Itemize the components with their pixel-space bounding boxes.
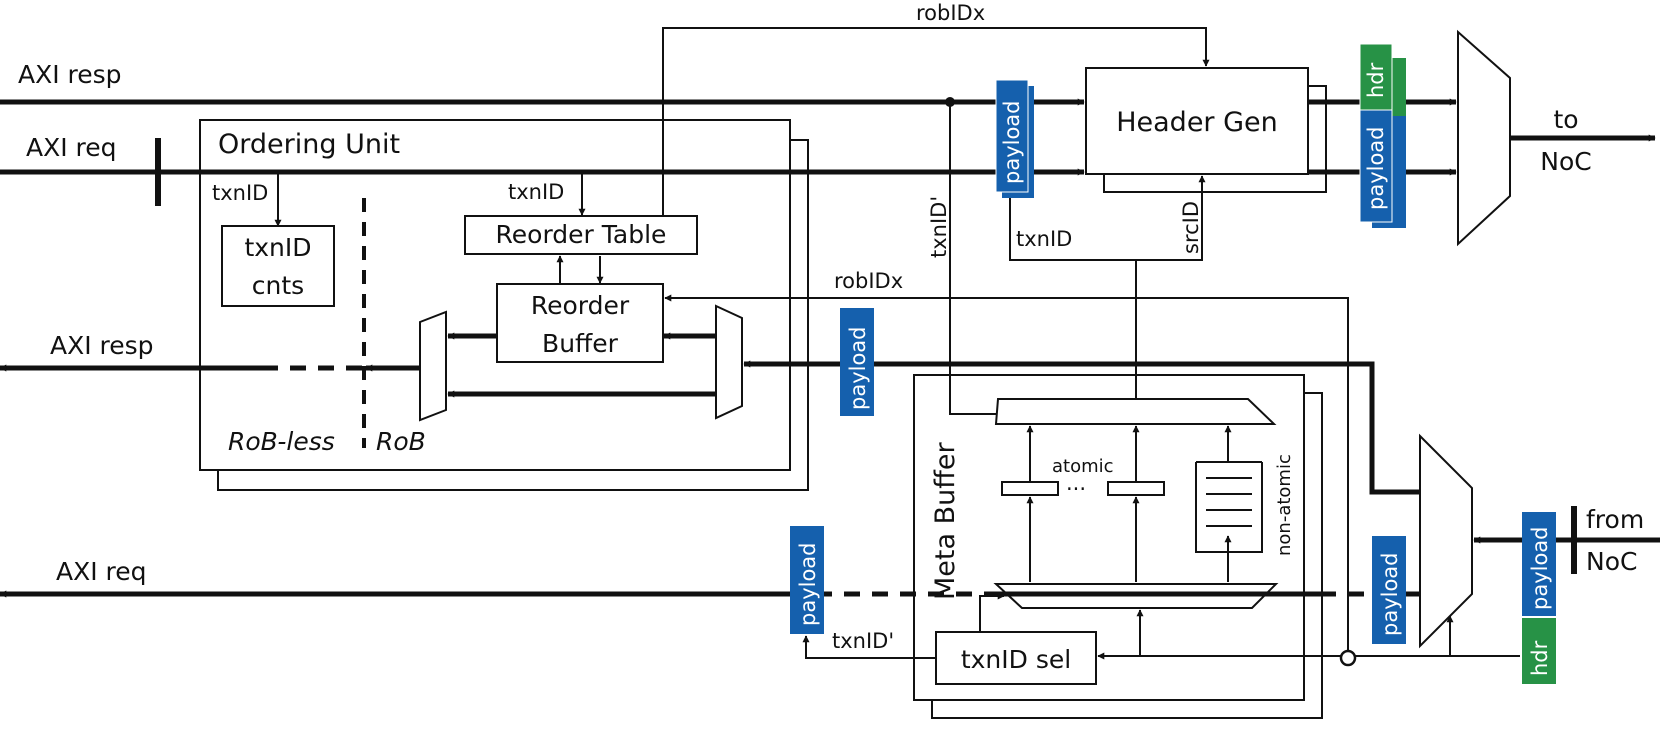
svg-text:payload: payload (796, 542, 820, 626)
atomic-label: atomic (1052, 456, 1114, 477)
txnid-sel-box (935, 631, 1097, 685)
srcid-wire (1136, 175, 1206, 261)
txnid-cnts-line2: cnts (252, 271, 304, 300)
txnid-prime-vert-label: txnID' (927, 196, 951, 258)
header-gen-label: Header Gen (1116, 107, 1278, 138)
svg-text:hdr: hdr (1528, 640, 1552, 676)
txnid-hg-label: txnID (1016, 227, 1072, 251)
txnid-to-payload-wire (1006, 187, 1137, 399)
svg-text:payload: payload (1000, 100, 1024, 184)
payload-tag-from-noc: payload (1522, 512, 1556, 616)
noc-in-demux (1419, 433, 1473, 649)
txnid-prime-bottom-label: txnID' (832, 629, 894, 653)
rob-less-label: RoB-less (228, 427, 335, 456)
reorder-buffer-box (496, 283, 664, 363)
txnid-cnts-line1: txnID (244, 233, 311, 262)
rob-label: RoB (376, 427, 426, 456)
from-noc-label-1: from (1586, 505, 1644, 534)
txnid-prime-out-wire (802, 635, 936, 659)
meta-top-mux (994, 398, 1277, 425)
srcid-label: srcID (1179, 201, 1203, 254)
svg-text:payload: payload (1378, 552, 1402, 636)
robidx-mid-label: robIDx (834, 269, 903, 293)
robidx-mid-wire (664, 294, 1349, 662)
svg-text:payload: payload (1528, 526, 1552, 610)
atomic-reg-1 (1001, 481, 1059, 496)
reorder-buffer-line1: Reorder (531, 291, 630, 320)
to-noc-label-1: to (1553, 105, 1578, 134)
rob-output-mux (419, 310, 447, 422)
payload-tag-out: payload (1359, 109, 1406, 228)
robidx-top-wire (662, 27, 1210, 222)
txnid-rt-label: txnID (508, 180, 564, 204)
reorder-table-label: Reorder Table (496, 220, 667, 249)
ordering-unit-title: Ordering Unit (218, 129, 400, 160)
txnid-left-label: txnID (212, 181, 268, 205)
resp-payload-bus (743, 360, 1420, 495)
header-gen-box (1085, 67, 1309, 175)
svg-text:payload: payload (1364, 126, 1388, 210)
axi-req-top-label: AXI req (26, 133, 117, 162)
reorder-table-box (464, 215, 698, 255)
axi-resp-top-label: AXI resp (18, 60, 122, 89)
txnid-sel-label: txnID sel (961, 645, 1071, 674)
atomic-ellipsis: ··· (1066, 477, 1086, 501)
svg-text:payload: payload (846, 326, 870, 410)
hdr-tag-from-noc: hdr (1522, 618, 1556, 684)
robidx-top-label: robIDx (916, 1, 985, 25)
svg-text:hdr: hdr (1364, 62, 1388, 98)
atomic-reg-2 (1107, 481, 1165, 496)
payload-tag-resp: payload (840, 308, 874, 416)
axi-resp-mid-label: AXI resp (50, 331, 154, 360)
axi-req-bottom-label: AXI req (56, 557, 147, 586)
rob-input-demux (715, 304, 743, 420)
payload-tag-hg-in: payload (995, 79, 1034, 198)
txnid-cnts-box (221, 225, 335, 307)
payload-tag-req: payload (790, 526, 824, 634)
from-noc-label-2: NoC (1586, 547, 1637, 576)
meta-buffer-title: Meta Buffer (930, 442, 961, 600)
noc-out-mux (1457, 29, 1511, 247)
txnid-prime-wire (949, 102, 1005, 418)
junction-ring (1339, 649, 1357, 667)
payload-tag-mux-left: payload (1372, 536, 1406, 644)
non-atomic-label: non-atomic (1274, 454, 1295, 556)
to-noc-label-2: NoC (1540, 147, 1591, 176)
reorder-buffer-line2: Buffer (542, 329, 619, 358)
